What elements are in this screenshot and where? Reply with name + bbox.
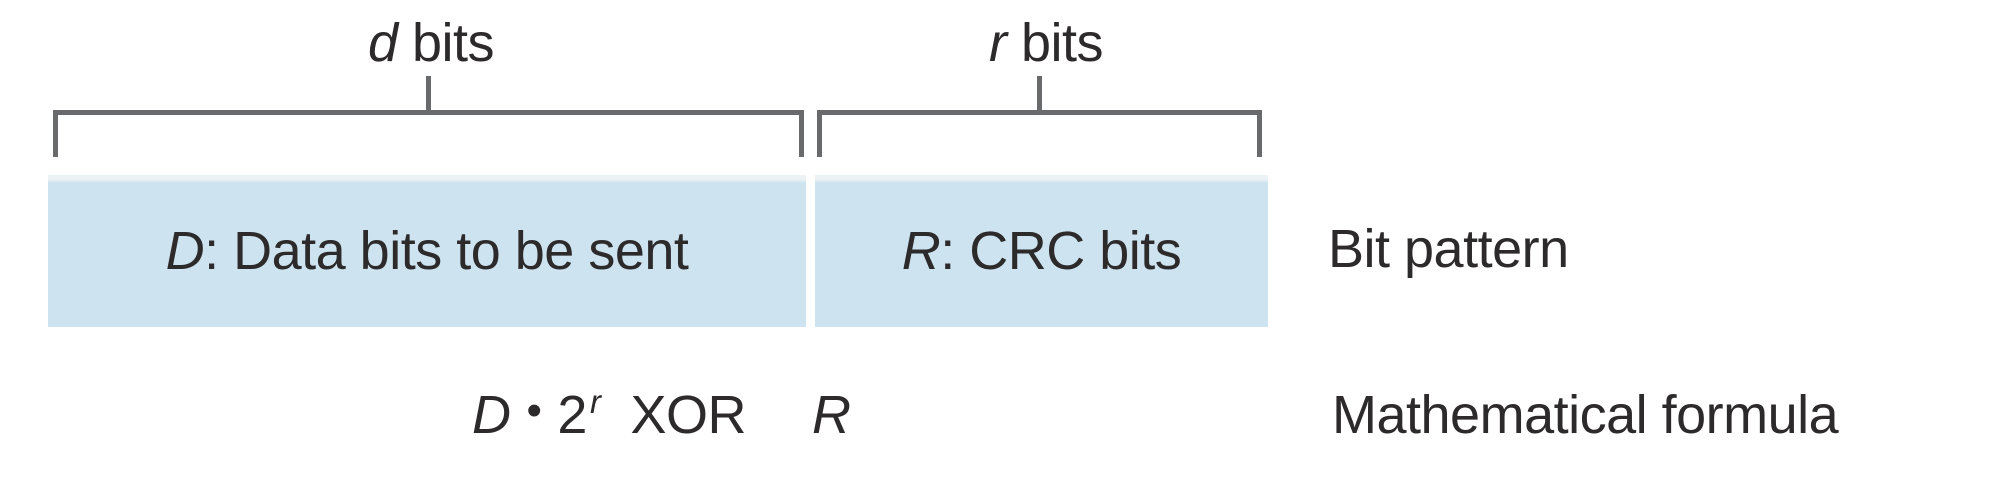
d-variable-label: d: [367, 13, 398, 73]
d-bits-label: d bits: [367, 13, 495, 73]
mathematical-formula-label: Mathematical formula: [1332, 385, 1839, 445]
data-box-variable: D: [165, 221, 205, 281]
formula-d-variable: D: [472, 385, 511, 445]
data-bits-box: D: Data bits to be sent: [48, 175, 806, 327]
brace-right-tick: [1257, 110, 1262, 157]
brace-center-tick: [1037, 76, 1042, 112]
brace-bar: [817, 110, 1262, 115]
r-bits-suffix: bits: [1006, 13, 1104, 73]
r-bits-label: r bits: [988, 13, 1104, 73]
crc-box-variable: R: [901, 221, 941, 281]
crc-bits-box: R: CRC bits: [815, 175, 1268, 327]
brace-right-tick: [799, 110, 804, 157]
brace-left-tick: [817, 110, 822, 157]
formula-xor-operator: XOR: [630, 385, 746, 445]
data-box-text: : Data bits to be sent: [204, 221, 689, 281]
d-bits-brace: [53, 76, 804, 160]
crc-formula: D • 2 r XOR R: [472, 383, 851, 445]
dot-operator: •: [526, 386, 542, 435]
bit-pattern-label: Bit pattern: [1328, 219, 1569, 279]
brace-bar: [53, 110, 804, 115]
formula-base-2: 2: [557, 385, 587, 445]
crc-box-text: : CRC bits: [940, 221, 1182, 281]
r-bits-brace: [817, 76, 1262, 160]
r-variable-label: r: [988, 13, 1007, 73]
formula-r-variable: R: [811, 385, 851, 445]
brace-left-tick: [53, 110, 58, 157]
d-bits-suffix: bits: [397, 13, 495, 73]
formula-exponent-r: r: [589, 383, 601, 420]
brace-center-tick: [426, 76, 431, 112]
